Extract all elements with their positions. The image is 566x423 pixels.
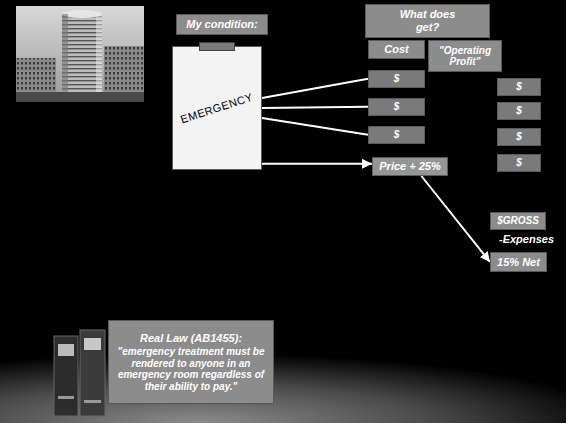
node-text: What does get? [394,8,462,33]
connector-line [262,118,368,135]
node-text: 15% Net [497,256,540,269]
price-box: Price + 25% [372,157,448,176]
node-text: $ [394,129,400,141]
node-text: Real Law (AB1455): [114,332,268,345]
node-text: Price + 25% [379,160,440,173]
node-text: $ [394,101,400,113]
node-text: "Operating Profit" [435,45,495,68]
connector-arrow [421,176,490,262]
profit-box: $ [497,78,541,96]
net-box: 15% Net [490,252,547,272]
node-text: Cost [384,43,408,56]
profit-box: $ [497,154,541,172]
connector-arrow [262,163,372,165]
cost-box: $ [368,98,425,116]
profit-box: $ [497,102,541,120]
expenses-label: -Expenses [499,233,554,245]
question-box: What does get? [365,4,490,38]
node-text: $ [394,73,400,85]
node-text: My condition: [186,18,258,31]
clipboard-clip [199,42,234,51]
cost-box: $ [368,70,425,88]
column-header: "Operating Profit" [428,40,502,72]
hospital-photo [16,6,144,102]
node-text: $GROSS [497,215,539,227]
cost-box: $ [368,126,425,144]
profit-box: $ [497,128,541,146]
node-text: $ [516,157,522,169]
node-text: $ [516,131,522,143]
clipboard: EMERGENCY [172,46,262,170]
connector-line [262,107,368,108]
node-text: $ [516,81,522,93]
gross-box: $GROSS [490,212,546,230]
law-books [52,326,108,418]
node-text: $ [516,105,522,117]
node-body-text: "emergency treatment must be rendered to… [114,346,268,392]
law-note-box: Real Law (AB1455):"emergency treatment m… [108,320,274,404]
column-header: Cost [368,40,425,59]
connector-line [262,79,368,98]
heading-box: My condition: [176,14,268,35]
node-text: EMERGENCY [179,90,255,125]
